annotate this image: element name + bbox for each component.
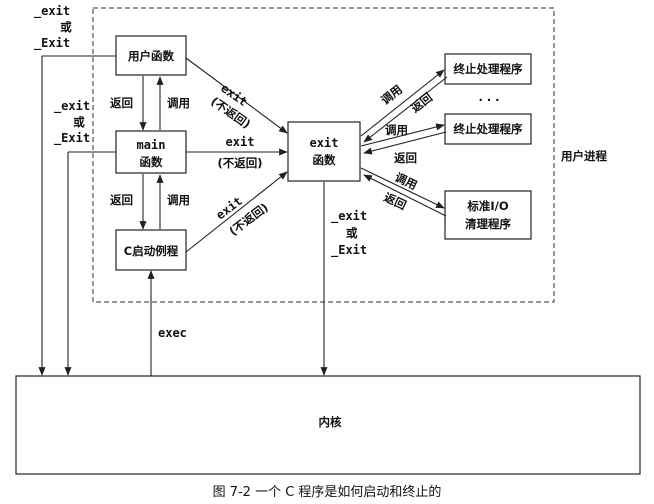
exit-top-label-1: _exit — [34, 4, 70, 19]
c-startup-box: C启动例程 — [115, 229, 187, 271]
call-label-2: 调用 — [167, 193, 190, 207]
handler1-return-label: 返回 — [408, 90, 435, 115]
exit-mid-label-3: _Exit — [54, 131, 90, 146]
kernel-label: 内核 — [319, 415, 342, 429]
return-label-1: 返回 — [110, 96, 133, 110]
exit-top-label-3: _Exit — [34, 36, 70, 51]
main-function-name: main — [137, 138, 166, 152]
call-label-1: 调用 — [167, 96, 190, 110]
stdio-cleanup-label-2: 清理程序 — [465, 217, 511, 231]
exec-label: exec — [158, 326, 187, 340]
main-function-box: main 函数 — [115, 130, 187, 174]
exit-down-label-1: _exit — [331, 209, 367, 224]
exit-mid-label-1: _exit — [54, 99, 90, 114]
figure-caption: 图 7-2 一个 C 程序是如何启动和终止的 — [213, 484, 442, 500]
user-func-to-exit-arrow — [185, 57, 288, 134]
exit-path-user-function: _exit 或 _Exit — [34, 4, 116, 376]
exit-down-label-2: 或 — [346, 226, 358, 240]
kernel-box: 内核 — [15, 375, 641, 475]
stdio-call-label: 调用 — [393, 170, 420, 192]
stdio-return-arrow — [363, 174, 447, 217]
exit-handler-label-2: 终止处理程序 — [454, 122, 523, 136]
exit-mid-label-2: 或 — [73, 115, 85, 129]
handler2-return-arrow — [363, 131, 447, 155]
main-function-label: 函数 — [140, 155, 163, 169]
stdio-return-label: 返回 — [382, 190, 409, 212]
exit-handler-label-1: 终止处理程序 — [454, 62, 523, 76]
exit-handler-box-2: 终止处理程序 — [444, 113, 532, 145]
exit-main-label-2: (不返回) — [217, 156, 262, 170]
cstart-to-exit-arrow — [185, 171, 288, 253]
user-process-label: 用户进程 — [560, 149, 607, 163]
stdio-cleanup-box: 标准I/O 清理程序 — [444, 190, 532, 240]
user-function-box: 用户函数 — [115, 35, 187, 76]
exit-function-box: exit 函数 — [287, 121, 361, 182]
exit-path-main: _exit 或 _Exit — [54, 99, 116, 376]
handler2-call-label: 调用 — [385, 123, 408, 137]
stdio-cleanup-label-1: 标准I/O — [466, 199, 508, 213]
handler1-return-arrow — [363, 76, 448, 143]
exit-handler-box-1: 终止处理程序 — [444, 53, 532, 85]
exit-function-name: exit — [310, 136, 339, 150]
stdio-call-arrow — [360, 167, 445, 209]
more-handlers-dots: · · · — [478, 93, 499, 107]
exit-down-label-3: _Exit — [331, 243, 367, 258]
handler2-call-arrow — [360, 123, 445, 147]
exit-top-label-2: 或 — [60, 20, 72, 34]
exit-main-label-1: exit — [226, 135, 255, 149]
user-function-label: 用户函数 — [127, 49, 174, 63]
handler1-call-arrow — [360, 69, 445, 137]
c-startup-label: C启动例程 — [124, 244, 179, 258]
exit-function-label: 函数 — [313, 153, 336, 167]
return-label-2: 返回 — [110, 193, 133, 207]
handler2-return-label: 返回 — [394, 151, 417, 165]
